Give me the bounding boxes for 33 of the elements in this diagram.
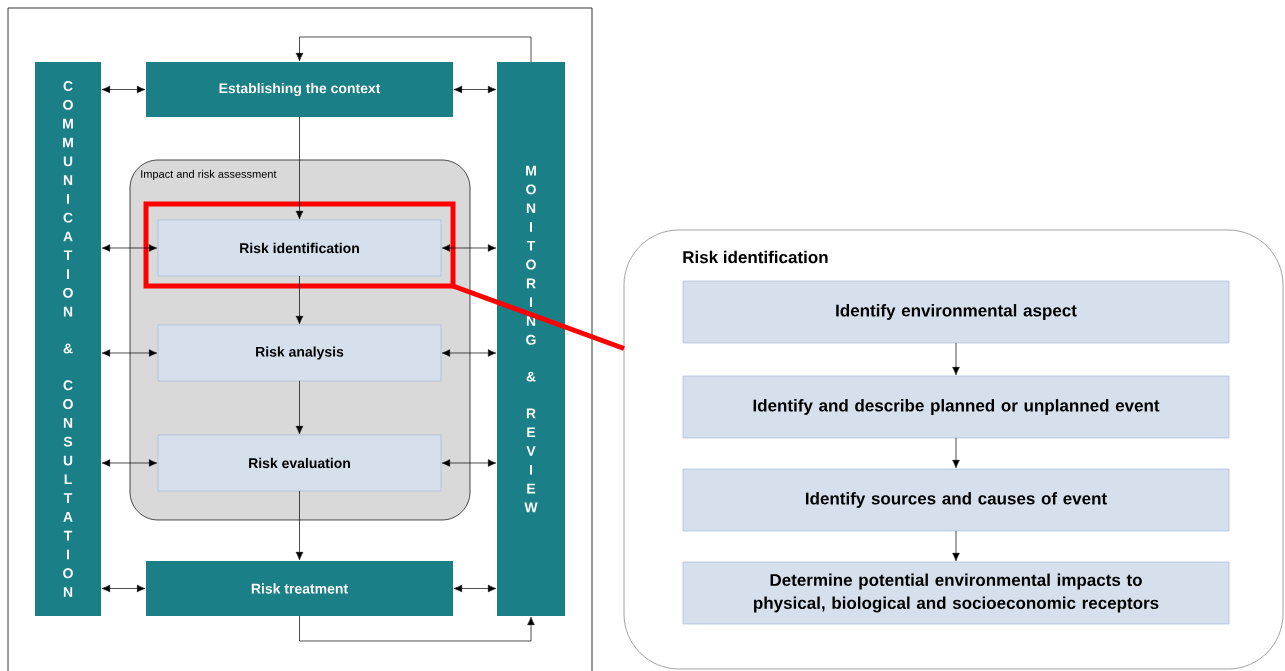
arrow: [295, 36, 532, 63]
step-box: Identify sources and causes of event: [682, 468, 1230, 532]
process-box: Risk evaluation: [157, 434, 442, 492]
arrow: [952, 342, 960, 376]
process-box: Risk treatment: [146, 561, 453, 616]
arrow: [295, 275, 304, 325]
step-box: Determine potential environmental impacts to physical, biological and socioeconomic receptors: [682, 561, 1230, 625]
step-box: Identify and describe planned or unplanned event: [682, 375, 1230, 439]
step-box: Identify environmental aspect: [682, 280, 1230, 344]
process-box: Establishing the context: [146, 62, 453, 117]
arrow: [295, 116, 304, 220]
arrow: [453, 584, 497, 593]
arrow: [453, 85, 497, 94]
arrow: [295, 380, 304, 435]
arrow: [441, 244, 497, 252]
arrow: [441, 459, 497, 467]
arrow: [441, 349, 497, 357]
group-title: Impact and risk assessment: [141, 169, 277, 181]
process-box: Risk identification: [157, 219, 442, 277]
arrow: [299, 615, 535, 642]
arrow: [952, 530, 960, 562]
arrow: [101, 85, 146, 94]
panel-title: Risk identification: [683, 250, 828, 264]
process-box: Risk analysis: [157, 324, 442, 382]
vertical-bar: COMMUNICATION & CONSULTATION: [35, 62, 101, 616]
arrow: [295, 490, 304, 561]
callout-line: [452, 283, 625, 351]
arrow: [952, 437, 960, 469]
arrow: [101, 349, 158, 357]
arrow: [101, 244, 158, 252]
arrow: [101, 584, 146, 593]
highlight-rectangle: [143, 201, 456, 289]
arrow: [101, 459, 158, 467]
